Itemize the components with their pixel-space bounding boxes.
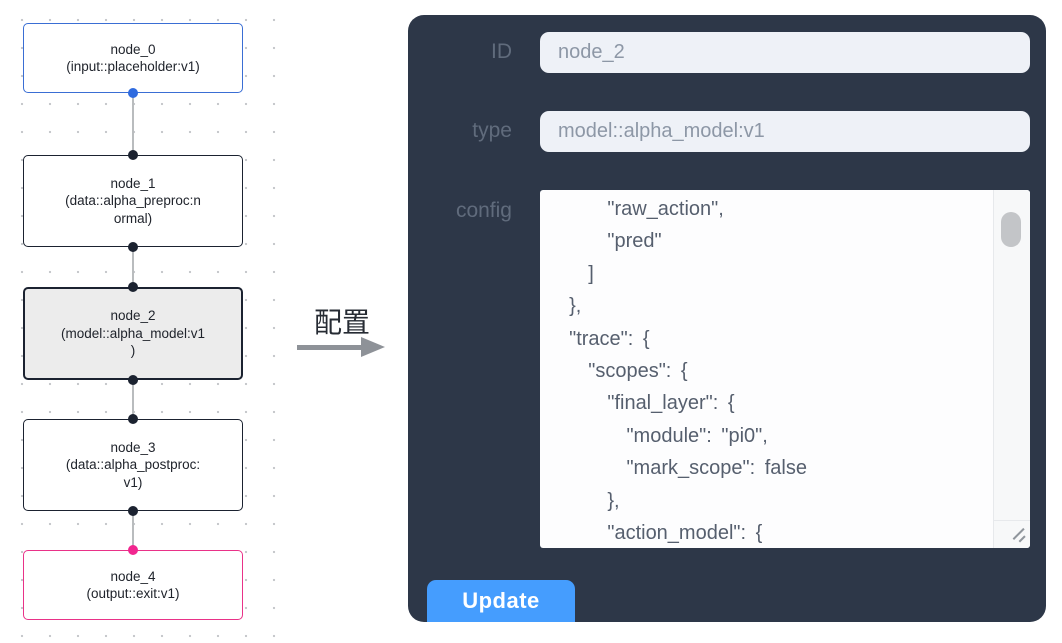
canvas-dot-grid	[390, 0, 408, 643]
node1-source-handle[interactable]	[128, 242, 138, 252]
node3-source-handle[interactable]	[128, 506, 138, 516]
edge-node0-node1	[132, 93, 134, 155]
edge-node2-node3	[132, 380, 134, 419]
id-input[interactable]	[540, 32, 1030, 73]
edge-node3-node4	[132, 511, 134, 550]
node-label: node_2 (model::alpha_model:v1 )	[60, 308, 206, 359]
node-config-panel: ID type config "raw_action", "pred" ] },…	[408, 15, 1046, 622]
flow-node-node_1[interactable]: node_1 (data::alpha_preproc:n ormal)	[23, 155, 243, 247]
node3-target-handle[interactable]	[128, 414, 138, 424]
node-label: node_1 (data::alpha_preproc:n ormal)	[65, 175, 201, 226]
node1-target-handle[interactable]	[128, 150, 138, 160]
edge-node1-node2	[132, 247, 134, 287]
node2-source-handle[interactable]	[128, 375, 138, 385]
flow-node-node_0[interactable]: node_0 (input::placeholder:v1)	[23, 23, 243, 93]
config-json-text[interactable]: "raw_action", "pred" ] }, "trace": { "sc…	[569, 198, 807, 545]
type-field-label: type	[472, 119, 512, 142]
node-label: node_3 (data::alpha_postproc: v1)	[65, 439, 201, 490]
right-arrow-icon	[361, 337, 385, 357]
type-input[interactable]	[540, 111, 1030, 152]
node4-target-handle[interactable]	[128, 545, 138, 555]
update-button[interactable]: Update	[427, 580, 575, 622]
scrollbar-thumb[interactable]	[1001, 212, 1021, 247]
resize-grip-icon[interactable]	[1010, 525, 1028, 543]
id-field-label: ID	[491, 40, 512, 63]
node2-target-handle[interactable]	[128, 282, 138, 292]
configure-annotation-label: 配置	[313, 307, 370, 338]
config-textarea[interactable]: "raw_action", "pred" ] }, "trace": { "sc…	[540, 190, 1030, 548]
node-label: node_4 (output::exit:v1)	[86, 568, 180, 602]
scrollbar-corner-divider	[994, 520, 1030, 521]
scrollbar-track[interactable]	[993, 190, 1030, 548]
flow-node-node_2-selected[interactable]: node_2 (model::alpha_model:v1 )	[23, 287, 243, 380]
config-field-label: config	[455, 199, 512, 222]
flow-node-node_4[interactable]: node_4 (output::exit:v1)	[23, 550, 243, 620]
node0-source-handle[interactable]	[128, 88, 138, 98]
flow-node-node_3[interactable]: node_3 (data::alpha_postproc: v1)	[23, 419, 243, 511]
right-arrow-icon	[297, 345, 363, 350]
canvas-dot-grid	[408, 0, 1062, 14]
node-label: node_0 (input::placeholder:v1)	[66, 41, 200, 75]
